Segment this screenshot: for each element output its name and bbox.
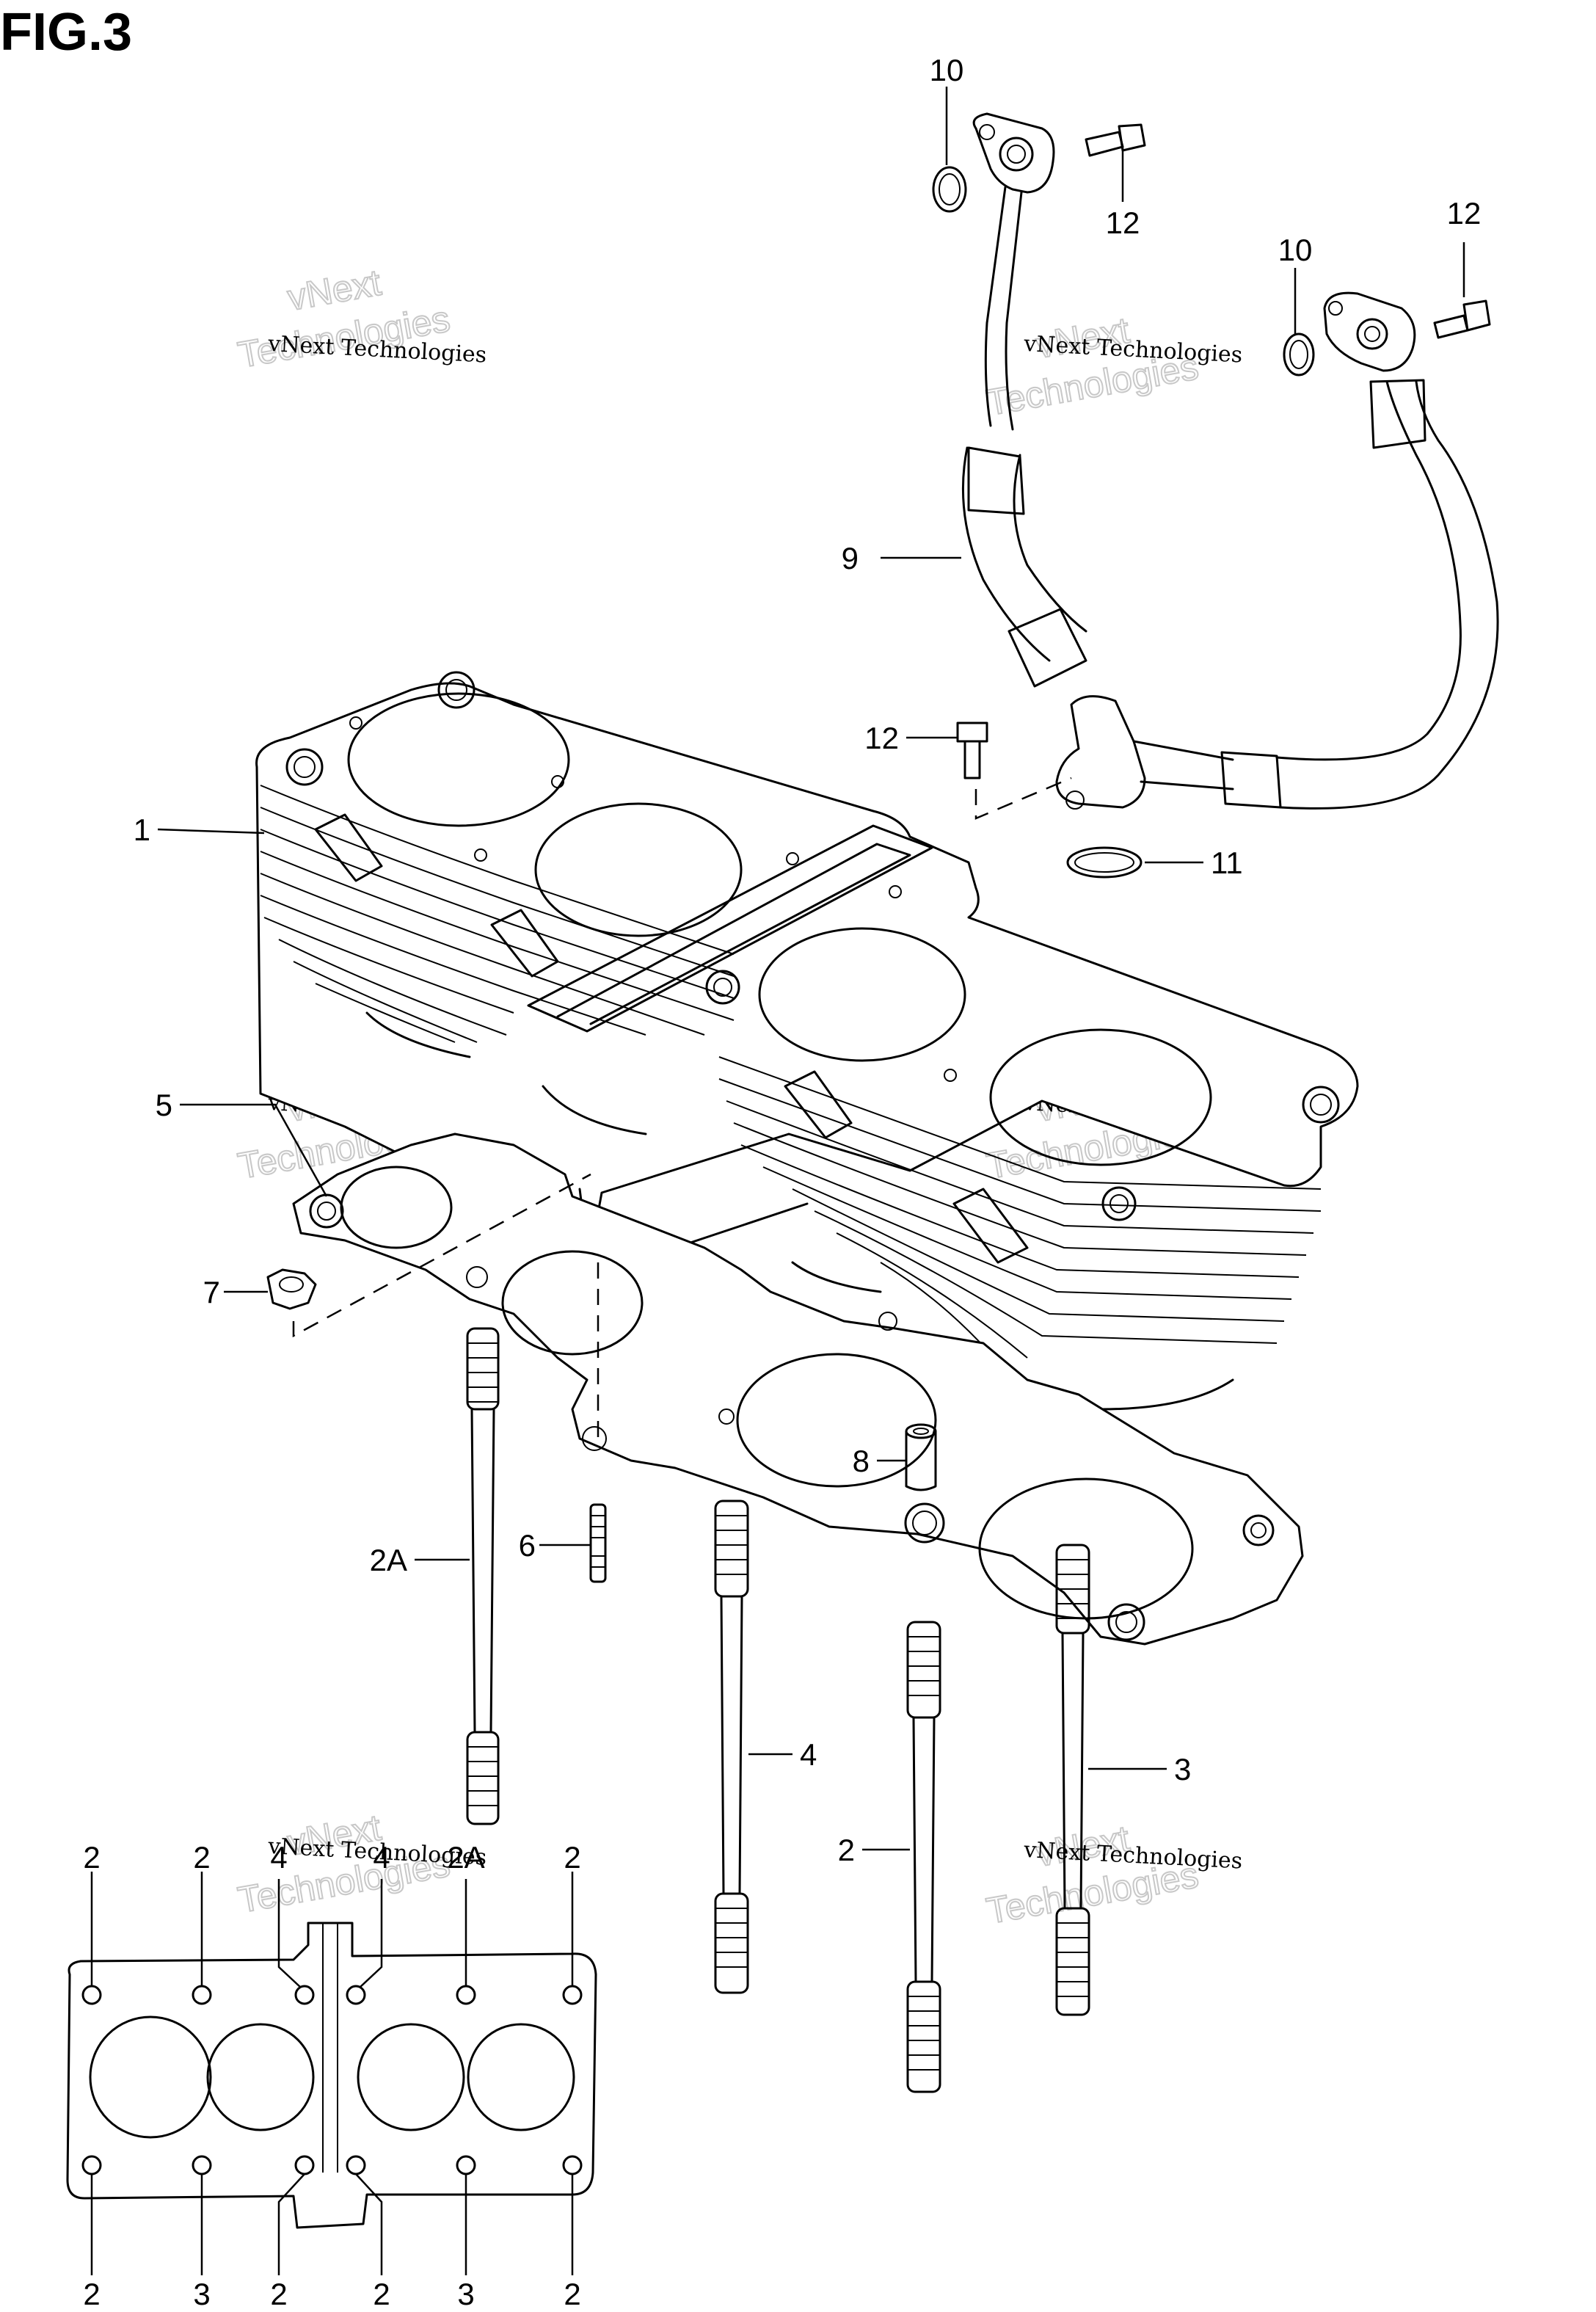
skirt-1 (365, 1011, 471, 1058)
skirt-3 (791, 1261, 882, 1293)
oil-hose-assembly[interactable] (932, 112, 1499, 879)
hose-clamp-left-bottom (1007, 608, 1087, 688)
stud-6[interactable] (589, 1503, 607, 1583)
hose-flange-left (972, 112, 1055, 194)
key-bottom-label-1: 2 (83, 2277, 100, 2311)
callout-5: 5 (156, 1088, 172, 1122)
svg-text:vNext: vNext (285, 262, 385, 319)
cooling-fins-right (718, 1056, 1322, 1381)
key-top-label-4: 4 (373, 1840, 390, 1875)
gasket-bore-2 (501, 1250, 644, 1356)
callout-8: 8 (853, 1444, 870, 1478)
cam-chain-tunnel (527, 824, 933, 1033)
callout-10-left: 10 (930, 53, 964, 87)
callout-12-top: 12 (1106, 206, 1140, 240)
callout-leaders (157, 87, 1465, 1851)
stud-2[interactable] (906, 1621, 941, 2093)
key-bore-2 (206, 2023, 315, 2131)
callout-12-right: 12 (1447, 196, 1482, 230)
gasket-bore-3 (736, 1353, 937, 1488)
layout-key-outline (66, 1922, 597, 2229)
key-bore-3 (357, 2023, 465, 2131)
callout-7: 7 (203, 1275, 220, 1309)
bore-4 (989, 1028, 1212, 1166)
base-gasket-body (292, 1133, 1304, 1646)
hose-flange-right (1323, 291, 1416, 372)
cooling-fins-left (260, 785, 735, 1043)
callout-3: 3 (1174, 1752, 1191, 1786)
callout-9: 9 (842, 541, 859, 575)
key-bottom-label-3: 2 (270, 2277, 287, 2311)
figure-title: FIG.3 (0, 3, 132, 62)
nut-7[interactable] (266, 1268, 317, 1310)
key-bore-4 (467, 2023, 575, 2131)
bore-2 (534, 802, 743, 937)
stud-layout-key (66, 1872, 597, 2275)
callout-6: 6 (519, 1528, 536, 1563)
o-ring-11 (1066, 846, 1143, 879)
stud-2A[interactable] (466, 1327, 500, 1825)
callout-2A: 2A (370, 1543, 407, 1577)
key-bottom-label-6: 2 (564, 2277, 580, 2311)
bolt-12-right (1433, 299, 1491, 339)
stud-4[interactable] (714, 1499, 749, 1994)
callout-10-right: 10 (1278, 233, 1313, 267)
bolt-12-top (1085, 123, 1146, 157)
stud-3[interactable] (1055, 1544, 1090, 2016)
key-top-label-3: 4 (270, 1840, 287, 1875)
key-bore-1 (89, 2015, 212, 2139)
key-bottom-label-5: 3 (457, 2277, 474, 2311)
callout-2: 2 (838, 1833, 855, 1867)
bolt-12-mid (956, 721, 988, 779)
callout-11: 11 (1211, 846, 1243, 880)
key-top-label-5: 2A (447, 1840, 484, 1875)
bore-3 (758, 927, 966, 1062)
key-top-label-1: 2 (83, 1840, 100, 1875)
key-bottom-label-4: 2 (373, 2277, 390, 2311)
key-top-label-6: 2 (564, 1840, 580, 1875)
callout-1: 1 (134, 813, 150, 847)
bore-1 (347, 692, 570, 827)
key-bottom-label-2: 3 (193, 2277, 210, 2311)
dowel-8[interactable] (905, 1423, 937, 1491)
key-top-label-2: 2 (193, 1840, 210, 1875)
cylinder-block-body (255, 682, 1359, 1235)
t-fitting (1055, 695, 1146, 809)
callout-4: 4 (800, 1737, 817, 1772)
callout-12-mid: 12 (864, 721, 899, 755)
hose-clamp-right-top (1369, 379, 1426, 449)
o-ring-10-left (932, 166, 967, 213)
cylinder-block[interactable] (255, 671, 1359, 1411)
hose-clamp-right-bottom (1220, 751, 1282, 809)
base-gasket[interactable] (292, 1133, 1304, 1646)
o-ring-10-right (1283, 332, 1315, 377)
hose-clamp-left-top (967, 446, 1025, 515)
skirt-2 (542, 1085, 647, 1135)
